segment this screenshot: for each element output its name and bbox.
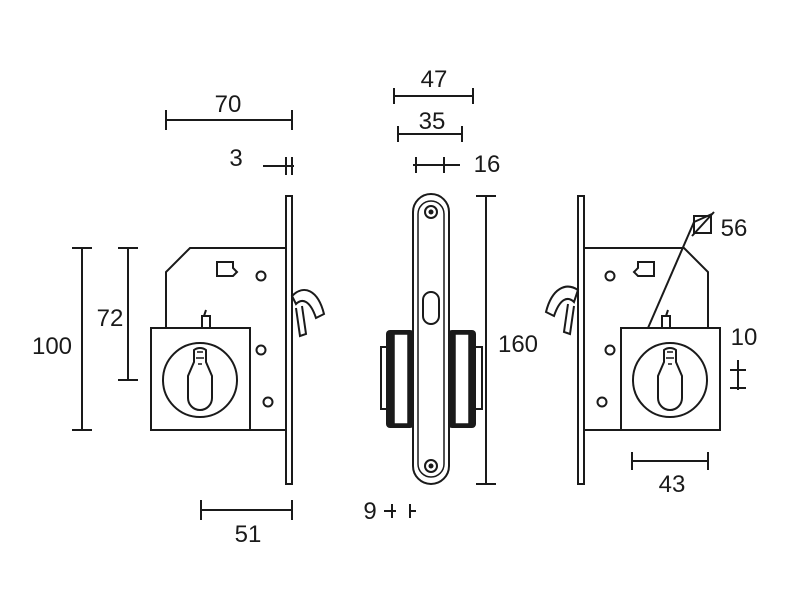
- dim-square-56: 56: [647, 211, 748, 329]
- dim-label-16: 16: [474, 151, 501, 178]
- dim-height-160: 160: [476, 195, 538, 485]
- dim-gap-3: 3: [229, 145, 294, 175]
- dim-width-43: 43: [631, 452, 709, 498]
- right-side-view: 56 10 43: [544, 195, 757, 498]
- dim-label-10: 10: [731, 324, 758, 351]
- left-screw-hole-2: [255, 344, 267, 356]
- left-screw-hole-1: [255, 270, 267, 282]
- dim-offset-10: 10: [730, 324, 757, 390]
- dim-width-70: 70: [165, 91, 293, 130]
- dim-gap-9: 9: [363, 498, 416, 525]
- dim-label-35: 35: [419, 108, 446, 135]
- left-cam-pin: [201, 309, 211, 328]
- right-screw-hole-3: [596, 396, 608, 408]
- dim-height-100: 100: [32, 247, 92, 431]
- dim-width-35: 35: [397, 108, 463, 142]
- right-screw-hole-2: [604, 344, 616, 356]
- dim-width-47: 47: [393, 66, 474, 104]
- right-screw-hole-1: [604, 270, 616, 282]
- front-faceplate: [412, 193, 450, 485]
- dim-label-56: 56: [721, 215, 748, 242]
- left-hook-bolt: [290, 289, 326, 338]
- dim-label-160: 160: [498, 331, 538, 358]
- left-key-slot: [216, 261, 239, 277]
- dim-width-16: 16: [413, 151, 500, 178]
- dim-label-47: 47: [421, 66, 448, 93]
- dim-label-43: 43: [659, 471, 686, 498]
- front-top-screw: [424, 205, 438, 219]
- dim-label-72: 72: [97, 305, 124, 332]
- left-screw-hole-3: [262, 396, 274, 408]
- front-bolt-slot: [422, 291, 440, 325]
- right-key-slot: [632, 261, 655, 277]
- dim-label-70: 70: [215, 91, 242, 118]
- square-symbol-icon: [693, 215, 712, 234]
- dim-label-51: 51: [235, 521, 262, 548]
- left-lock-body: [165, 247, 286, 431]
- right-hook-bolt: [544, 285, 580, 336]
- left-side-view: 70 3 100 72 51: [32, 91, 326, 548]
- left-cylinder-housing: [150, 327, 251, 431]
- right-cylinder-keyhole: [657, 347, 683, 411]
- right-cam-pin: [661, 309, 671, 328]
- dim-depth-51: 51: [200, 500, 293, 548]
- dim-label-3: 3: [229, 145, 242, 172]
- right-rosette: [632, 342, 708, 418]
- dim-label-100: 100: [32, 333, 72, 360]
- right-lock-body: [583, 247, 709, 431]
- front-view: 47 35 16 160 9: [363, 66, 538, 525]
- dim-height-72: 72: [97, 247, 138, 381]
- dim-label-9: 9: [363, 498, 376, 525]
- left-cylinder-keyhole: [187, 347, 213, 411]
- front-bottom-screw: [424, 459, 438, 473]
- left-rosette: [162, 342, 238, 418]
